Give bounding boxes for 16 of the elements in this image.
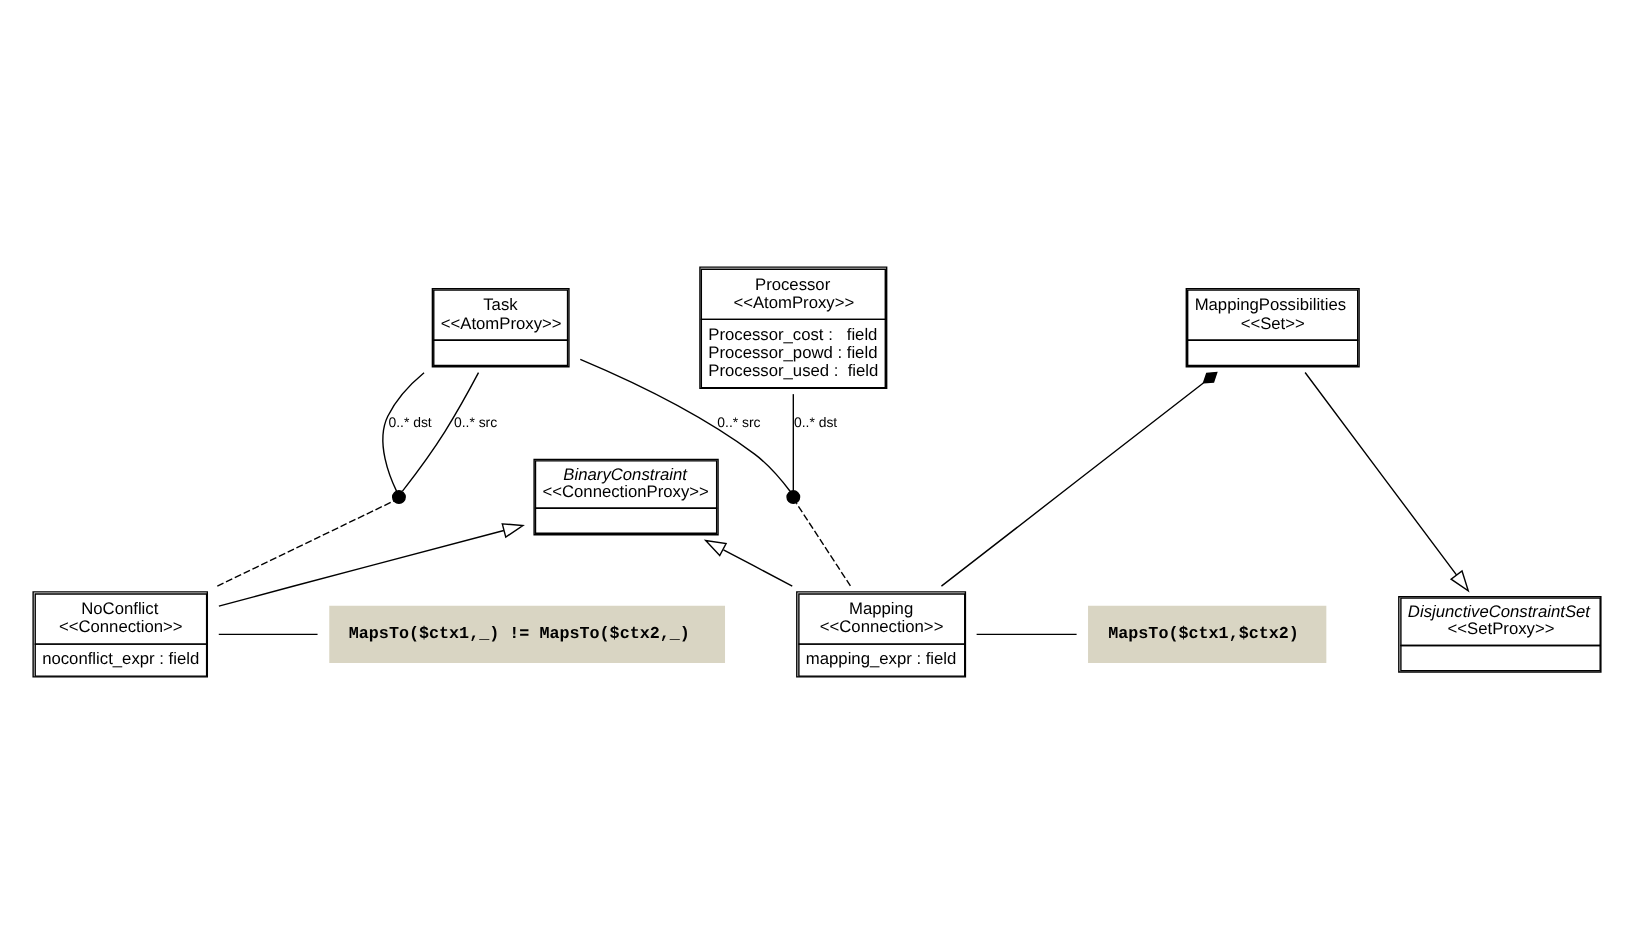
connector bbox=[218, 633, 319, 636]
connector bbox=[940, 371, 1218, 587]
arrow bbox=[1304, 371, 1470, 593]
node-circle bbox=[786, 490, 801, 505]
connector bbox=[792, 393, 794, 492]
connector bbox=[382, 372, 425, 492]
arrow bbox=[218, 523, 525, 607]
connector bbox=[795, 502, 852, 587]
node-box: MapsTo($ctx1,_) != MapsTo($ctx2,_) bbox=[329, 605, 726, 663]
connector bbox=[401, 372, 480, 492]
node-circle bbox=[391, 490, 406, 505]
connector bbox=[216, 500, 395, 587]
node-box: MapsTo($ctx1,$ctx2) bbox=[1088, 605, 1327, 663]
connector bbox=[975, 633, 1078, 636]
arrow bbox=[703, 539, 793, 587]
connector bbox=[579, 358, 791, 492]
